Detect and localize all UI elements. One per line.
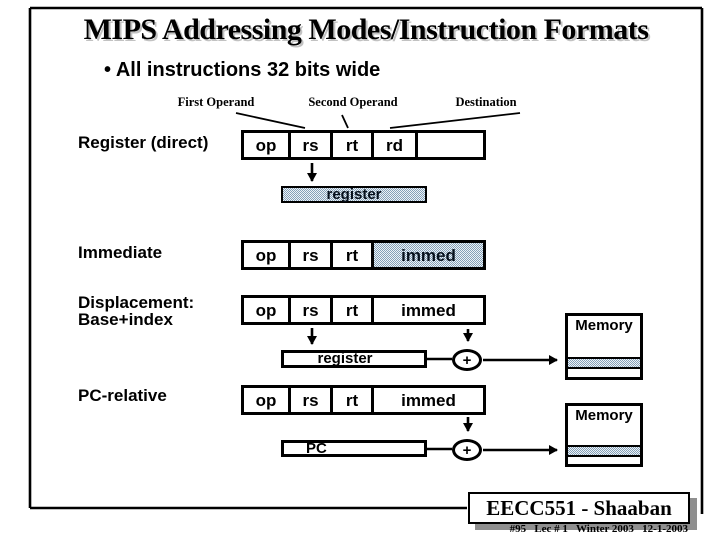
field-rs: rs — [288, 133, 330, 157]
field-extra — [415, 133, 483, 157]
mode-label-displacement: Displacement: Base+index — [78, 294, 194, 328]
format-row-register-direct: op rs rt rd — [241, 130, 486, 160]
field-rs: rs — [288, 388, 330, 412]
pc-box: PC — [281, 440, 427, 457]
format-row-displacement: op rs rt immed — [241, 295, 486, 325]
field-immed: immed — [371, 388, 483, 412]
field-rt: rt — [330, 388, 371, 412]
memory-box-2: Memory — [565, 403, 643, 467]
bullet-text: • All instructions 32 bits wide — [104, 59, 381, 81]
plus-icon: + — [452, 439, 482, 461]
label-second-operand: Second Operand — [308, 95, 398, 109]
field-op: op — [255, 300, 277, 320]
field-immed: immed — [371, 243, 483, 267]
field-rt: rt — [330, 298, 371, 322]
field-immed: immed — [371, 298, 483, 322]
footer-lecture-note: #95 Lec # 1 Winter 2003 12-1-2003 — [509, 523, 688, 535]
register-box-shaded: register — [281, 186, 427, 203]
mode-label-displacement-line1: Displacement: — [78, 293, 195, 312]
register-box-plain: register — [281, 350, 427, 368]
format-row-immediate: op rs rt immed — [241, 240, 486, 270]
memory-cell-band — [568, 445, 640, 457]
memory-cell-band — [568, 357, 640, 369]
plus-icon: + — [452, 349, 482, 371]
operand-leader-lines — [235, 112, 521, 129]
page-title: MIPS Addressing Modes/Instruction Format… — [83, 13, 649, 46]
field-op: op — [255, 245, 277, 265]
field-rs: rs — [288, 298, 330, 322]
label-first-operand: First Operand — [177, 95, 255, 109]
memory-label: Memory — [575, 407, 633, 424]
mode-label-register-direct: Register (direct) — [78, 133, 209, 152]
format-row-pc-relative: op rs rt immed — [241, 385, 486, 415]
mode-label-immediate: Immediate — [78, 243, 163, 262]
mode-label-displacement-line2: Base+index — [78, 310, 173, 329]
field-op: op — [255, 390, 277, 410]
label-destination: Destination — [455, 95, 517, 109]
memory-box-1: Memory — [565, 313, 643, 380]
mode-label-pc-relative: PC-relative — [78, 386, 167, 405]
field-rs: rs — [288, 243, 330, 267]
field-rt: rt — [330, 243, 371, 267]
field-rd: rd — [371, 133, 415, 157]
field-rt: rt — [330, 133, 371, 157]
memory-label: Memory — [575, 317, 633, 334]
footer-course-box: EECC551 - Shaaban — [468, 492, 690, 524]
field-op: op — [255, 135, 277, 155]
